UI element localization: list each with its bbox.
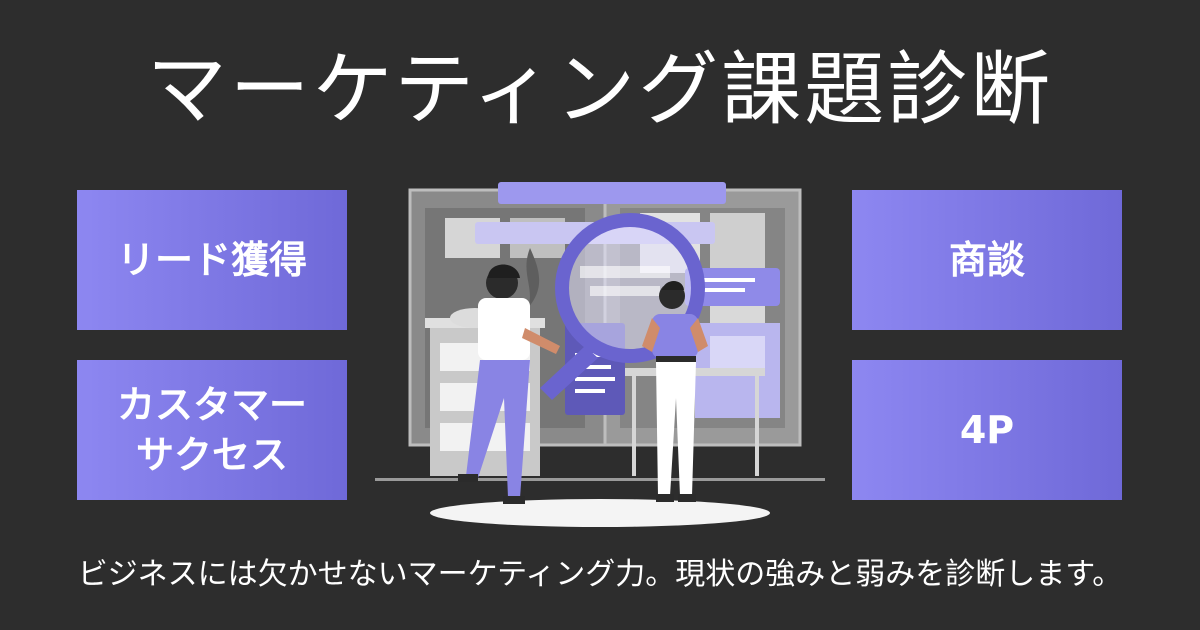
lens-highlight: [590, 286, 660, 296]
card-4p[interactable]: 4P: [852, 360, 1122, 500]
dashboard-chart: [710, 336, 765, 371]
magnifying-glass-icon: [540, 346, 598, 400]
lens-highlight: [580, 266, 670, 278]
document-line: [575, 389, 605, 393]
document-line: [575, 353, 615, 357]
subtitle: ビジネスには欠かせないマーケティング力。現状の強みと弱みを診断します。: [77, 557, 1123, 592]
woman-figure: [642, 281, 708, 502]
dashboard-line: [700, 278, 755, 282]
card-customer-success[interactable]: カスタマー サクセス: [77, 360, 347, 500]
dashboard-line: [700, 288, 745, 292]
document-line: [575, 377, 615, 381]
illustration: [375, 182, 825, 527]
table-leg: [632, 376, 636, 476]
man-figure: [458, 264, 560, 504]
card-lead-generation[interactable]: リード獲得: [77, 190, 347, 330]
floor-line: [375, 478, 825, 481]
header-bar: [498, 182, 726, 204]
document-line: [575, 365, 611, 369]
page-title: マーケティング課題診断: [146, 43, 1054, 136]
plant-icon: [526, 248, 540, 308]
table-leg: [755, 376, 759, 476]
ground-shadow: [430, 499, 770, 527]
pane: [710, 213, 765, 273]
card-deal[interactable]: 商談: [852, 190, 1122, 330]
dashboard-card: [685, 268, 780, 306]
